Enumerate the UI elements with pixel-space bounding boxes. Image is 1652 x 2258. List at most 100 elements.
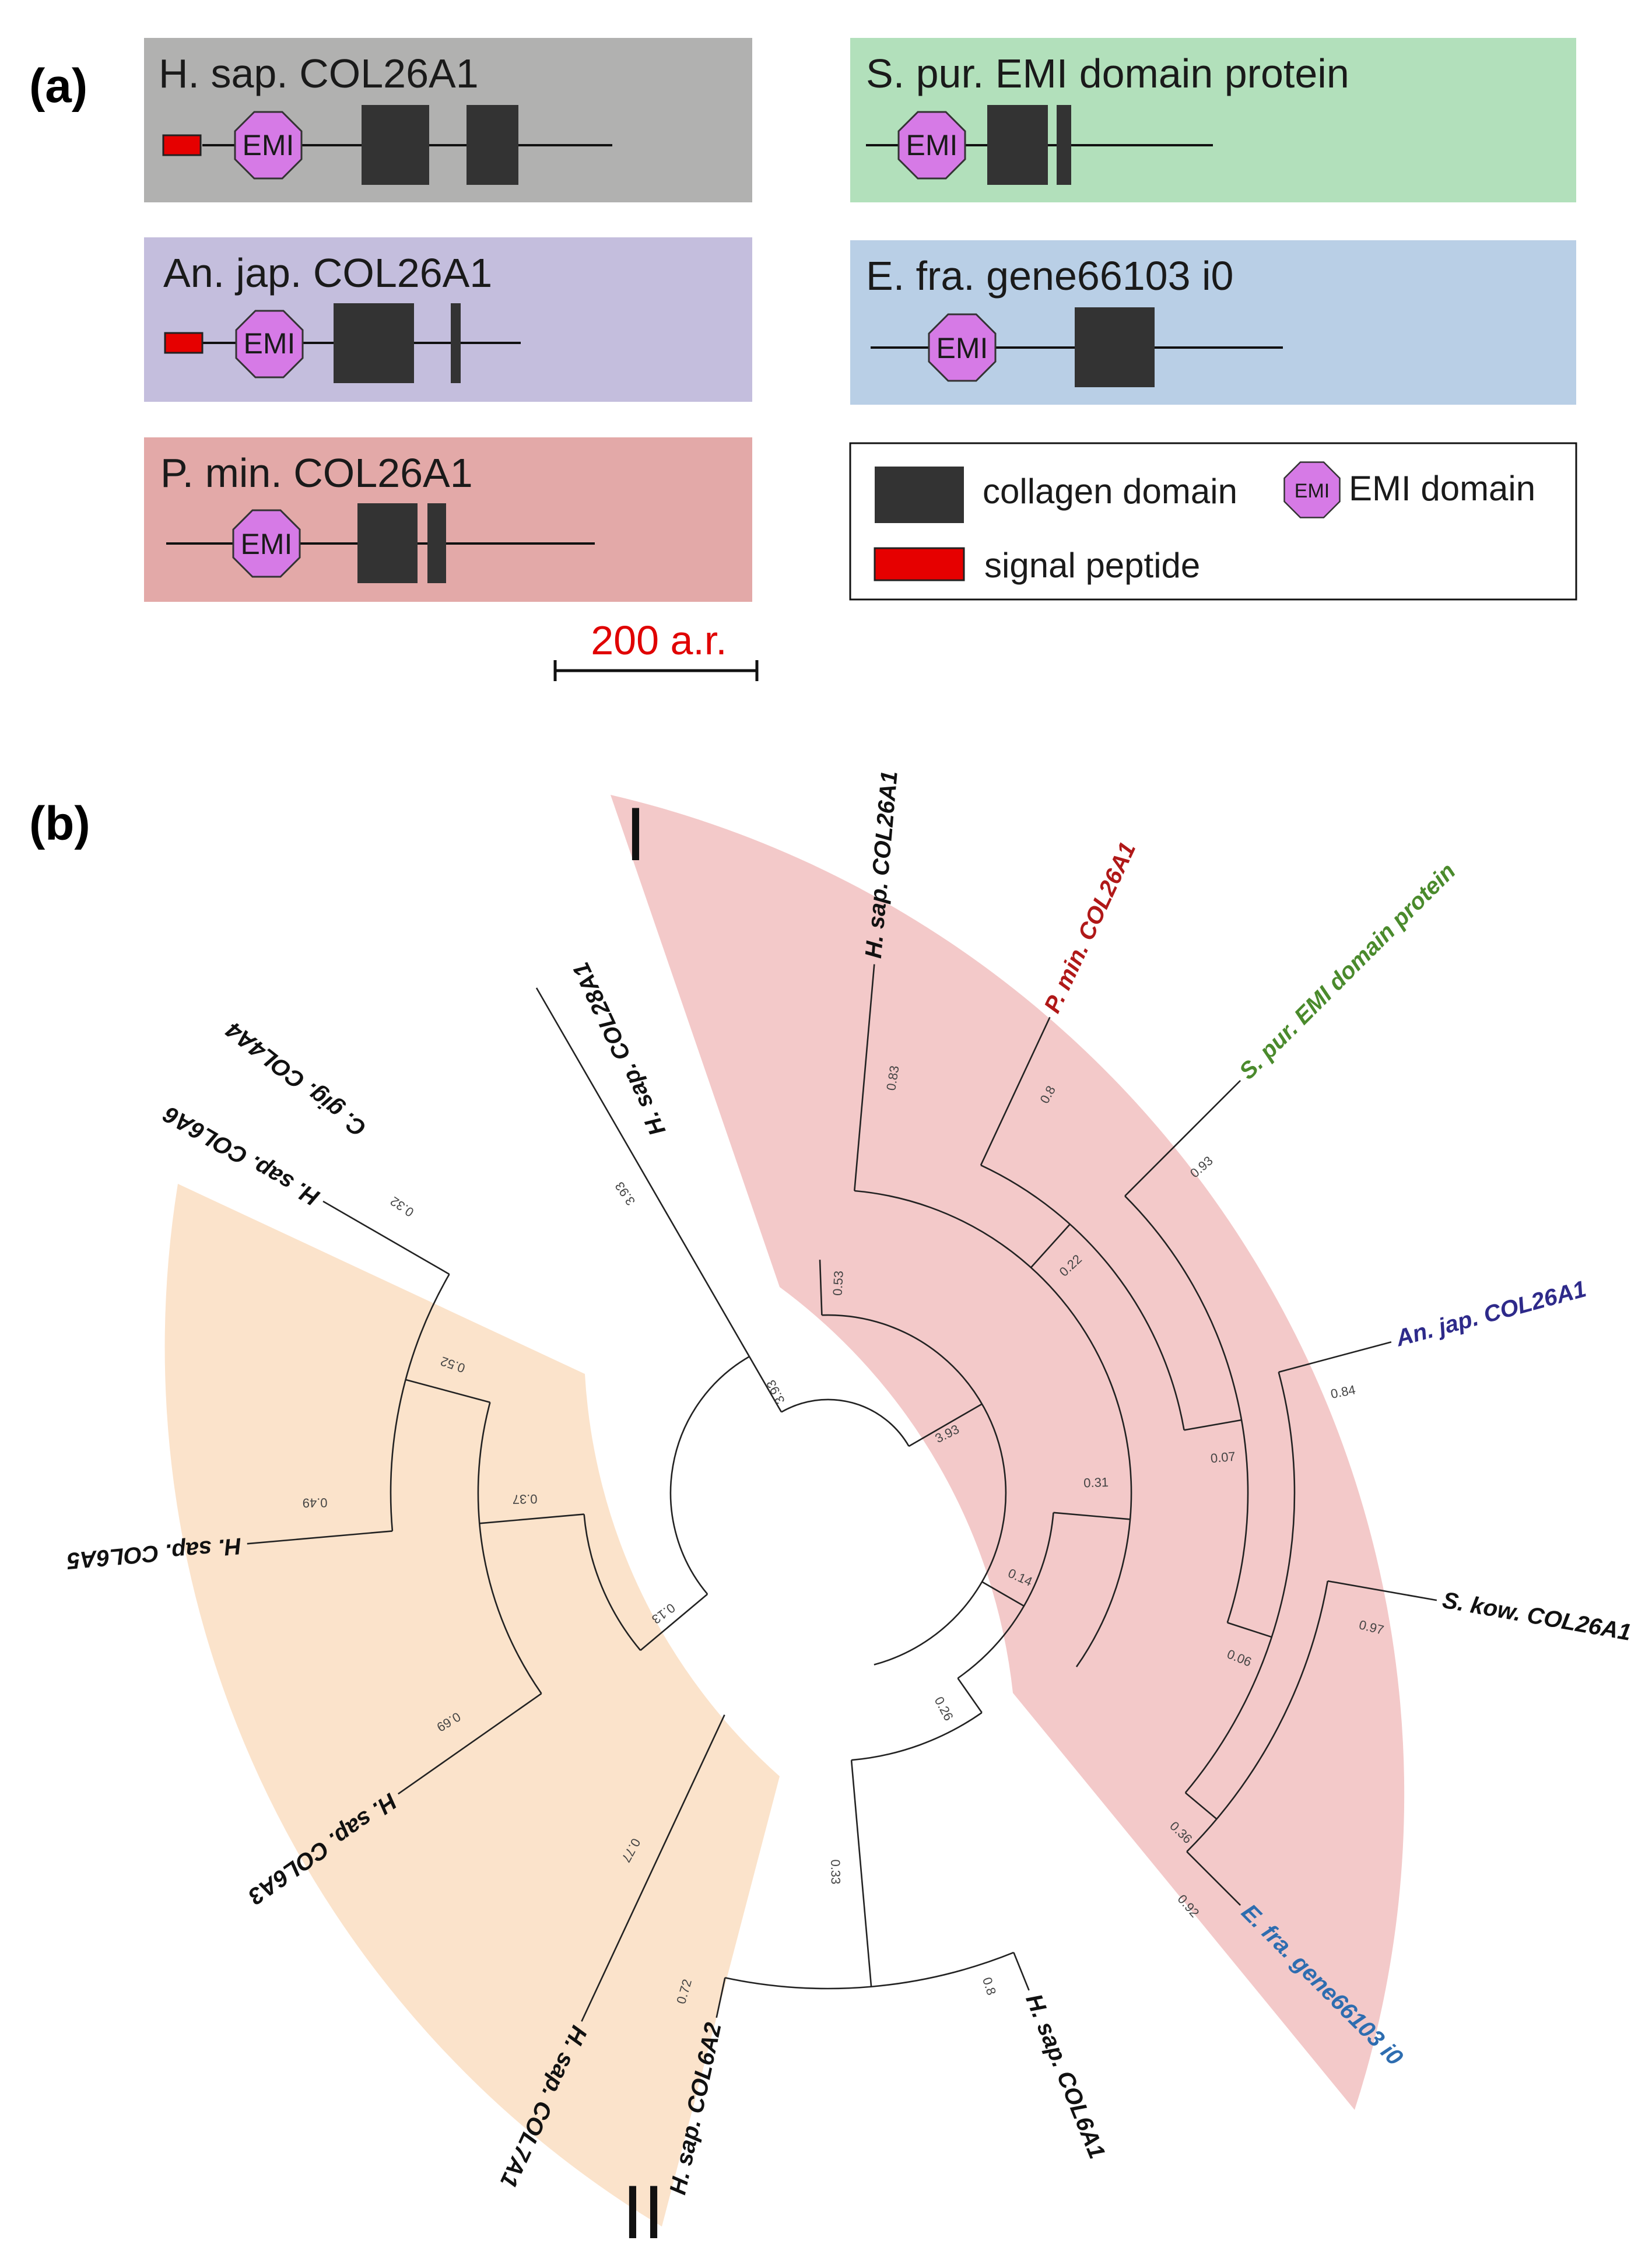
- collagen-domain: [467, 105, 518, 185]
- support-value: 0.49: [303, 1495, 328, 1510]
- clade-1-background: [611, 795, 1405, 2110]
- arc-n037: [477, 1402, 542, 1694]
- legend: collagen domain EMI EMI domain signal pe…: [849, 442, 1577, 601]
- branch-n007: [1184, 1419, 1242, 1431]
- branch-outer-stem: [748, 1356, 783, 1413]
- support-value: 0.31: [1083, 1475, 1109, 1490]
- branch-n052: [405, 1379, 490, 1403]
- collagen-domain: [357, 503, 418, 583]
- scale-bar-label: 200 a.r.: [591, 618, 727, 663]
- collagen-domain: [987, 105, 1048, 185]
- branch-n036: [1184, 1792, 1218, 1820]
- branch-anjap: [1278, 1341, 1392, 1373]
- arc-n022: [980, 1164, 1185, 1430]
- support-value: 0.53: [830, 1270, 846, 1296]
- branch-hsap6a3: [398, 1693, 542, 1795]
- support-value: 0.26: [932, 1694, 956, 1723]
- arc-n007: [1124, 1195, 1249, 1623]
- panel-a-label: (a): [29, 59, 87, 113]
- leaf-label-hsap28: H. sap. COL28A1: [568, 958, 671, 1139]
- clade-1-label: I: [625, 791, 646, 876]
- protein-hsap: H. sap. COL26A1 EMI: [144, 38, 752, 202]
- emi-domain-label: EMI: [244, 327, 296, 360]
- branch-n022: [1030, 1223, 1071, 1268]
- leaf-label-cgig: C. gig. COL4A4: [222, 1017, 371, 1142]
- arc-n013: [583, 1514, 641, 1651]
- protein-box-spur: [850, 38, 1576, 202]
- arc-n033: [725, 1951, 1014, 1990]
- legend-collagen-label: collagen domain: [983, 472, 1237, 511]
- protein-pmin: P. min. COL26A1 EMI: [144, 437, 752, 602]
- branch-hsap6a1: [1013, 1952, 1030, 1991]
- protein-title-spur: S. pur. EMI domain protein: [866, 51, 1349, 96]
- support-value: 0.07: [1210, 1449, 1236, 1466]
- protein-box-anjap: [144, 237, 752, 402]
- leaf-label-spur: S. pur. EMI domain protein: [1234, 858, 1461, 1085]
- protein-efra: E. fra. gene66103 i0 EMI: [850, 240, 1576, 405]
- branch-n033: [850, 1760, 872, 1987]
- branch-spur: [1124, 1079, 1241, 1197]
- protein-title-pmin: P. min. COL26A1: [160, 450, 473, 496]
- arc-n036: [1186, 1580, 1329, 1853]
- branch-cgig: [535, 987, 750, 1357]
- branch-skow: [1327, 1580, 1437, 1601]
- collagen-domain: [362, 105, 429, 185]
- support-value: 3.93: [612, 1179, 639, 1208]
- leaf-label-pmin26: P. min. COL26A1: [1039, 839, 1141, 1017]
- clade-2-label: II: [622, 2169, 664, 2255]
- arc-n026: [851, 1712, 983, 1761]
- protein-spur: S. pur. EMI domain protein EMI: [850, 38, 1576, 202]
- branch-hsap6a5: [247, 1530, 393, 1545]
- signal-peptide: [162, 134, 202, 156]
- branch-pmin26: [980, 1016, 1051, 1166]
- signal-peptide: [164, 332, 204, 354]
- support-value: 0.84: [1330, 1382, 1357, 1401]
- branch-efra: [1186, 1851, 1241, 1906]
- panel-b-label: (b): [29, 797, 90, 850]
- arc-clade-1-group: [822, 1314, 1007, 1666]
- protein-title-anjap: An. jap. COL26A1: [163, 250, 492, 296]
- legend-emi-label: EMI domain: [1349, 469, 1535, 508]
- arc-n006: [1184, 1372, 1296, 1794]
- arc-n014: [957, 1512, 1054, 1679]
- emi-domain-label: EMI: [937, 332, 988, 364]
- branch-n006: [1227, 1622, 1272, 1638]
- branch-n026: [957, 1678, 983, 1713]
- collagen-domain: [334, 303, 414, 383]
- branch-n031: [1053, 1512, 1131, 1520]
- branch-hsap26: [854, 964, 875, 1191]
- legend-signal-swatch: [874, 547, 965, 581]
- branch-hsap28: [819, 1260, 823, 1316]
- arc-n052: [390, 1274, 450, 1531]
- branch-hsap6a2: [715, 1977, 726, 2018]
- legend-emi-icon-label: EMI: [1295, 480, 1330, 502]
- protein-title-efra: E. fra. gene66103 i0: [866, 253, 1233, 299]
- support-value: 0.33: [828, 1859, 843, 1884]
- legend-signal-label: signal peptide: [984, 546, 1200, 585]
- collagen-domain: [1075, 307, 1155, 387]
- support-value: 3.93: [763, 1377, 788, 1407]
- branch-n037: [479, 1513, 584, 1524]
- root-arc: [781, 1398, 910, 1447]
- scale-bar: 200 a.r.: [553, 618, 759, 681]
- leaf-label-skow: S. kow. COL26A1: [1440, 1587, 1633, 1646]
- branch-clade-1-stem: [908, 1403, 983, 1447]
- legend-collagen-swatch: [875, 467, 964, 523]
- collagen-domain: [451, 303, 461, 383]
- legend-box: [849, 442, 1577, 601]
- leaf-label-hsap6a1: H. sap. COL6A1: [1020, 1990, 1110, 2162]
- collagen-domain: [1057, 105, 1071, 185]
- arc-outer-stem: [669, 1356, 750, 1595]
- branch-n013: [640, 1593, 708, 1651]
- protein-anjap: An. jap. COL26A1 EMI: [144, 237, 752, 402]
- support-value: 0.32: [388, 1194, 416, 1220]
- branch-hsap7a1: [581, 1714, 725, 2022]
- emi-domain-label: EMI: [243, 129, 294, 162]
- protein-title-hsap: H. sap. COL26A1: [159, 51, 479, 96]
- clade-2-background: [164, 1184, 780, 2227]
- emi-domain-label: EMI: [906, 129, 958, 162]
- branch-hsap6a6: [322, 1200, 450, 1275]
- leaf-label-anjap: An. jap. COL26A1: [1393, 1276, 1589, 1352]
- collagen-domain: [427, 503, 446, 583]
